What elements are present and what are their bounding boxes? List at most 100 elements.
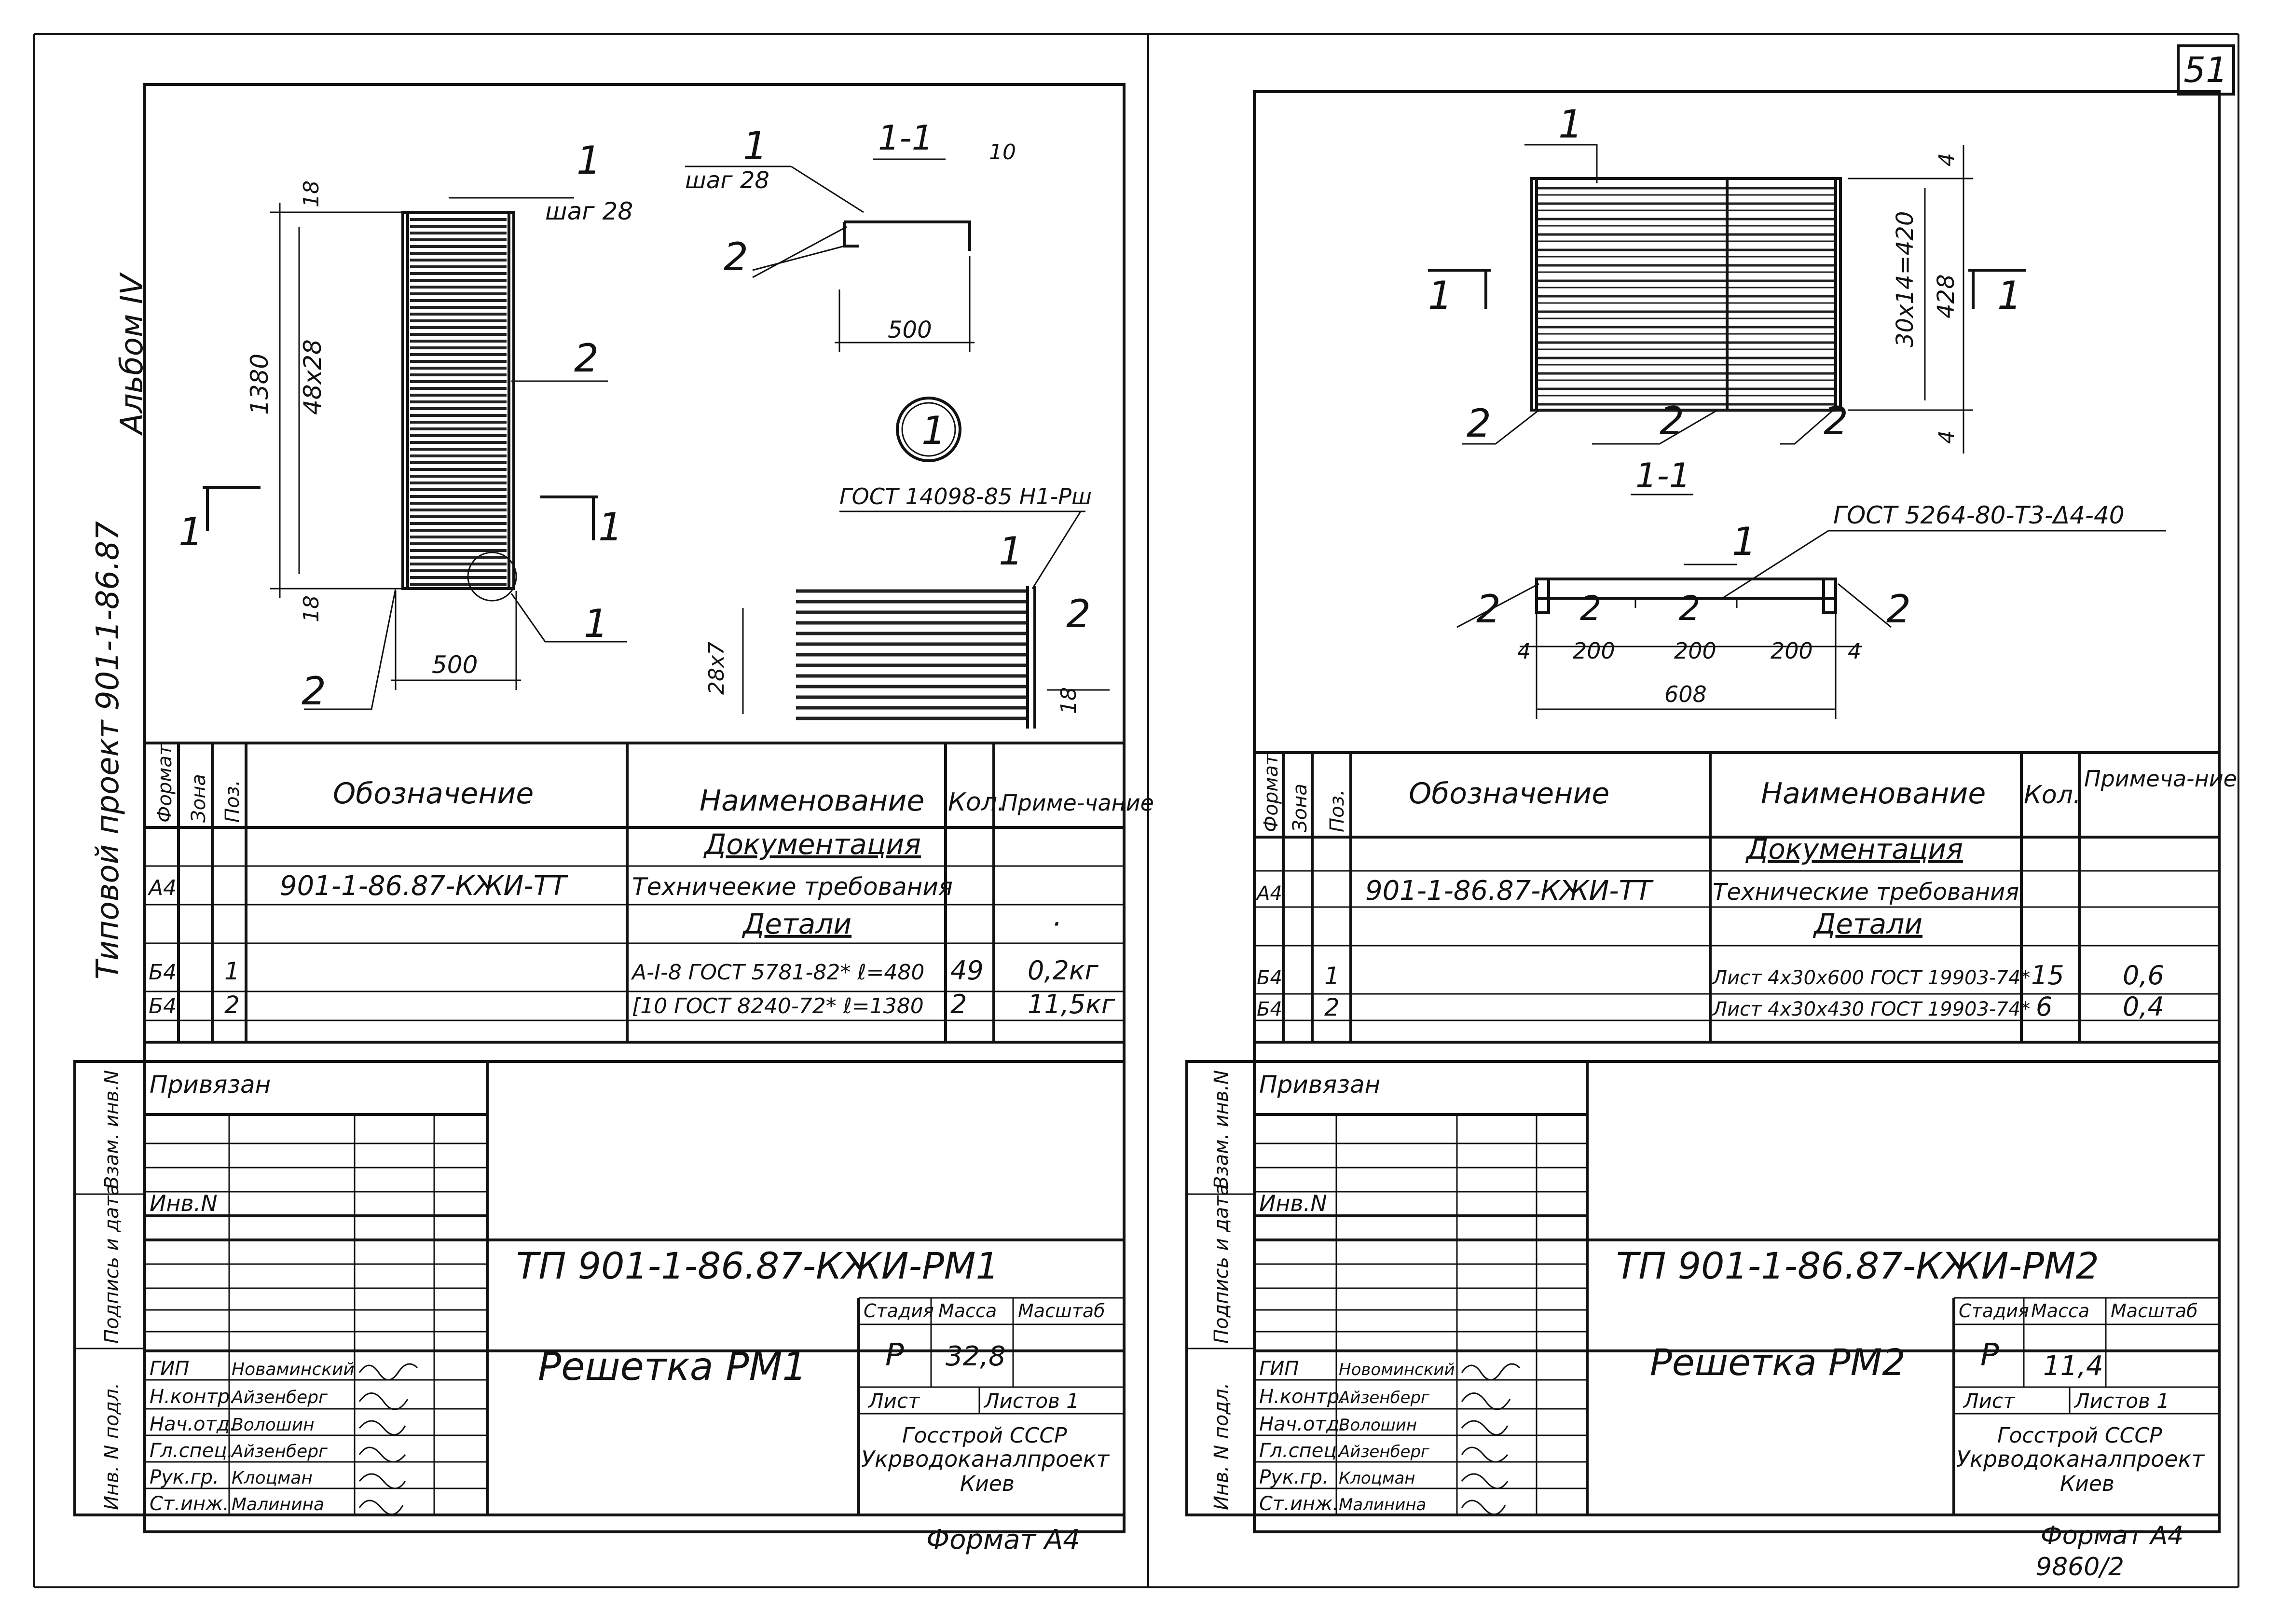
svg-text:1: 1 [1428, 273, 1453, 318]
svg-text:Инв. N подл.: Инв. N подл. [1210, 1383, 1233, 1510]
svg-text:200: 200 [1674, 638, 1716, 664]
svg-text:2: 2 [1824, 399, 1848, 443]
svg-text:Масштаб: Масштаб [1018, 1300, 1105, 1321]
svg-text:2: 2 [1580, 589, 1602, 628]
svg-text:Новаминский: Новаминский [232, 1360, 355, 1379]
svg-text:49: 49 [950, 955, 984, 986]
svg-text:Гл.спец.: Гл.спец. [150, 1440, 233, 1462]
svg-text:Волошин: Волошин [232, 1415, 315, 1435]
svg-text:Поз.: Поз. [1326, 789, 1348, 832]
svg-text:Айзенберг: Айзенберг [231, 1388, 328, 1407]
svg-text:Укрводоканалпроект: Укрводоканалпроект [1956, 1446, 2205, 1472]
svg-text:2: 2 [1066, 592, 1091, 636]
svg-text:Н.контр.: Н.контр. [1259, 1386, 1345, 1408]
svg-text:A-I-8 ГОСТ 5781-82* ℓ=480: A-I-8 ГОСТ 5781-82* ℓ=480 [631, 960, 924, 985]
svg-text:0,2кг: 0,2кг [1028, 955, 1098, 986]
svg-text:ГОСТ 14098-85 Н1-Рш: ГОСТ 14098-85 Н1-Рш [839, 483, 1092, 509]
left-main-drawing: /* placeholder */ 18 1380 48x28 18 500 1… [178, 138, 633, 714]
svg-text:Технические требования: Технические требования [1713, 879, 2019, 906]
svg-text:Лист: Лист [1963, 1389, 2016, 1413]
svg-text:Взам. инв.N: Взам. инв.N [101, 1070, 123, 1189]
hdr-poz: Поз. [221, 780, 244, 823]
svg-text:Документация: Документация [1745, 833, 1963, 866]
svg-text:Лист 4x30x430 ГОСТ 19903-74*: Лист 4x30x430 ГОСТ 19903-74* [1712, 998, 2030, 1020]
svg-text:Листов 1: Листов 1 [983, 1389, 1079, 1413]
left-detail-1: 1 ГОСТ 14098-85 Н1-Рш 1 2 28x7 18 [704, 397, 1110, 729]
svg-text:Подпись и дата: Подпись и дата [1210, 1184, 1233, 1344]
svg-text:ГОСТ 5264-80-Т3-Δ4-40: ГОСТ 5264-80-Т3-Δ4-40 [1833, 501, 2125, 529]
svg-text:Гл.спец.: Гл.спец. [1259, 1440, 1343, 1462]
svg-text:·: · [1052, 908, 1060, 940]
svg-text:Р: Р [885, 1337, 904, 1373]
svg-text:18: 18 [1057, 687, 1081, 714]
svg-text:Формат: Формат [1260, 753, 1282, 832]
svg-text:28x7: 28x7 [704, 642, 729, 695]
svg-text:Б4: Б4 [1257, 967, 1282, 989]
right-section-1-1: ГОСТ 5264-80-Т3-Δ4-40 1 2 2 2 2 4 200 20… [1456, 501, 2166, 719]
svg-text:2: 2 [224, 991, 240, 1019]
hdr-zona: Зона [188, 774, 210, 823]
left-part-name: Решетка РМ1 [538, 1344, 807, 1389]
svg-text:Подпись и дата: Подпись и дата [101, 1184, 123, 1344]
svg-text:1: 1 [577, 138, 601, 183]
svg-text:1: 1 [921, 408, 946, 453]
signature-mark [358, 1363, 418, 1381]
svg-text:200: 200 [1573, 638, 1615, 664]
svg-text:1-1: 1-1 [1635, 456, 1690, 495]
svg-text:0,6: 0,6 [2123, 960, 2164, 991]
svg-text:[10 ГОСТ 8240-72* ℓ=1380: [10 ГОСТ 8240-72* ℓ=1380 [632, 994, 924, 1018]
svg-text:Волошин: Волошин [1339, 1416, 1417, 1435]
svg-text:Б4: Б4 [1257, 998, 1282, 1020]
svg-text:Айзенберг: Айзенберг [1338, 1388, 1430, 1407]
svg-text:48x28: 48x28 [299, 339, 327, 415]
svg-text:Документация: Документация [703, 828, 921, 861]
svg-text:1: 1 [1997, 273, 2022, 318]
svg-text:Масса: Масса [2031, 1300, 2089, 1321]
right-main-drawing: 4 30x14=420 428 4 1 2 2 2 1 1 1-1 [1428, 102, 2026, 495]
typovoy-proekt: Типовой проект 901-1-86.87 [90, 521, 126, 979]
svg-text:Киев: Киев [2060, 1472, 2114, 1496]
svg-text:Наименование: Наименование [1761, 777, 1986, 811]
svg-text:Масса: Масса [938, 1300, 997, 1321]
svg-text:Укрводоканалпроект: Укрводоканалпроект [861, 1446, 1110, 1472]
hdr-naimenovanie: Наименование [700, 784, 924, 818]
left-section-1-1: 1 шаг 28 1-1 10 2 500 [685, 118, 1016, 352]
svg-text:32,8: 32,8 [946, 1341, 1006, 1372]
left-grating-bars [410, 218, 507, 586]
hdr-kol: Кол. [948, 788, 1005, 817]
svg-text:Обозначение: Обозначение [1409, 777, 1609, 811]
left-spec-table: Формат Зона Поз. Обозначение Наименовани… [143, 742, 1154, 1044]
svg-text:А4: А4 [1255, 882, 1282, 905]
svg-text:Айзенберг: Айзенберг [231, 1442, 328, 1461]
svg-text:Малинина: Малинина [232, 1495, 324, 1514]
page-number: 51 [2183, 50, 2228, 90]
svg-text:ГИП: ГИП [150, 1358, 189, 1380]
svg-text:Б4: Б4 [149, 994, 177, 1018]
svg-text:Масштаб: Масштаб [2111, 1300, 2198, 1321]
left-doc-code: ТП 901-1-86.87-КЖИ-РМ1 [516, 1244, 999, 1287]
svg-text:1: 1 [999, 529, 1023, 574]
svg-text:2: 2 [1886, 587, 1911, 632]
svg-text:Клоцман: Клоцман [232, 1468, 313, 1488]
right-spec-table: Формат Зона Поз. Обозначение Наименовани… [1253, 751, 2237, 1044]
svg-text:Малинина: Малинина [1339, 1495, 1426, 1514]
svg-text:30x14=420: 30x14=420 [1892, 211, 1919, 347]
svg-text:Зона: Зона [1289, 784, 1311, 832]
hdr-oboznachenie: Обозначение [333, 777, 534, 811]
svg-text:1380: 1380 [246, 354, 274, 415]
svg-text:Ст.инж.: Ст.инж. [150, 1493, 229, 1515]
page-number-box: 51 [2177, 44, 2235, 96]
svg-text:Стадия: Стадия [1959, 1300, 2029, 1321]
svg-text:0,4: 0,4 [2123, 991, 2164, 1022]
svg-text:2: 2 [1660, 399, 1684, 443]
svg-text:901-1-86.87-КЖИ-ТТ: 901-1-86.87-КЖИ-ТТ [1365, 875, 1654, 907]
svg-text:Нач.отд.: Нач.отд. [1259, 1413, 1345, 1435]
right-format: Формат А4 [2041, 1521, 2183, 1550]
svg-text:Лист: Лист [867, 1389, 920, 1413]
svg-text:2: 2 [1476, 587, 1501, 632]
svg-text:2: 2 [1467, 401, 1491, 446]
svg-text:6: 6 [2036, 991, 2052, 1022]
left-detail-bars [796, 589, 1028, 720]
svg-text:4: 4 [1935, 430, 1959, 444]
